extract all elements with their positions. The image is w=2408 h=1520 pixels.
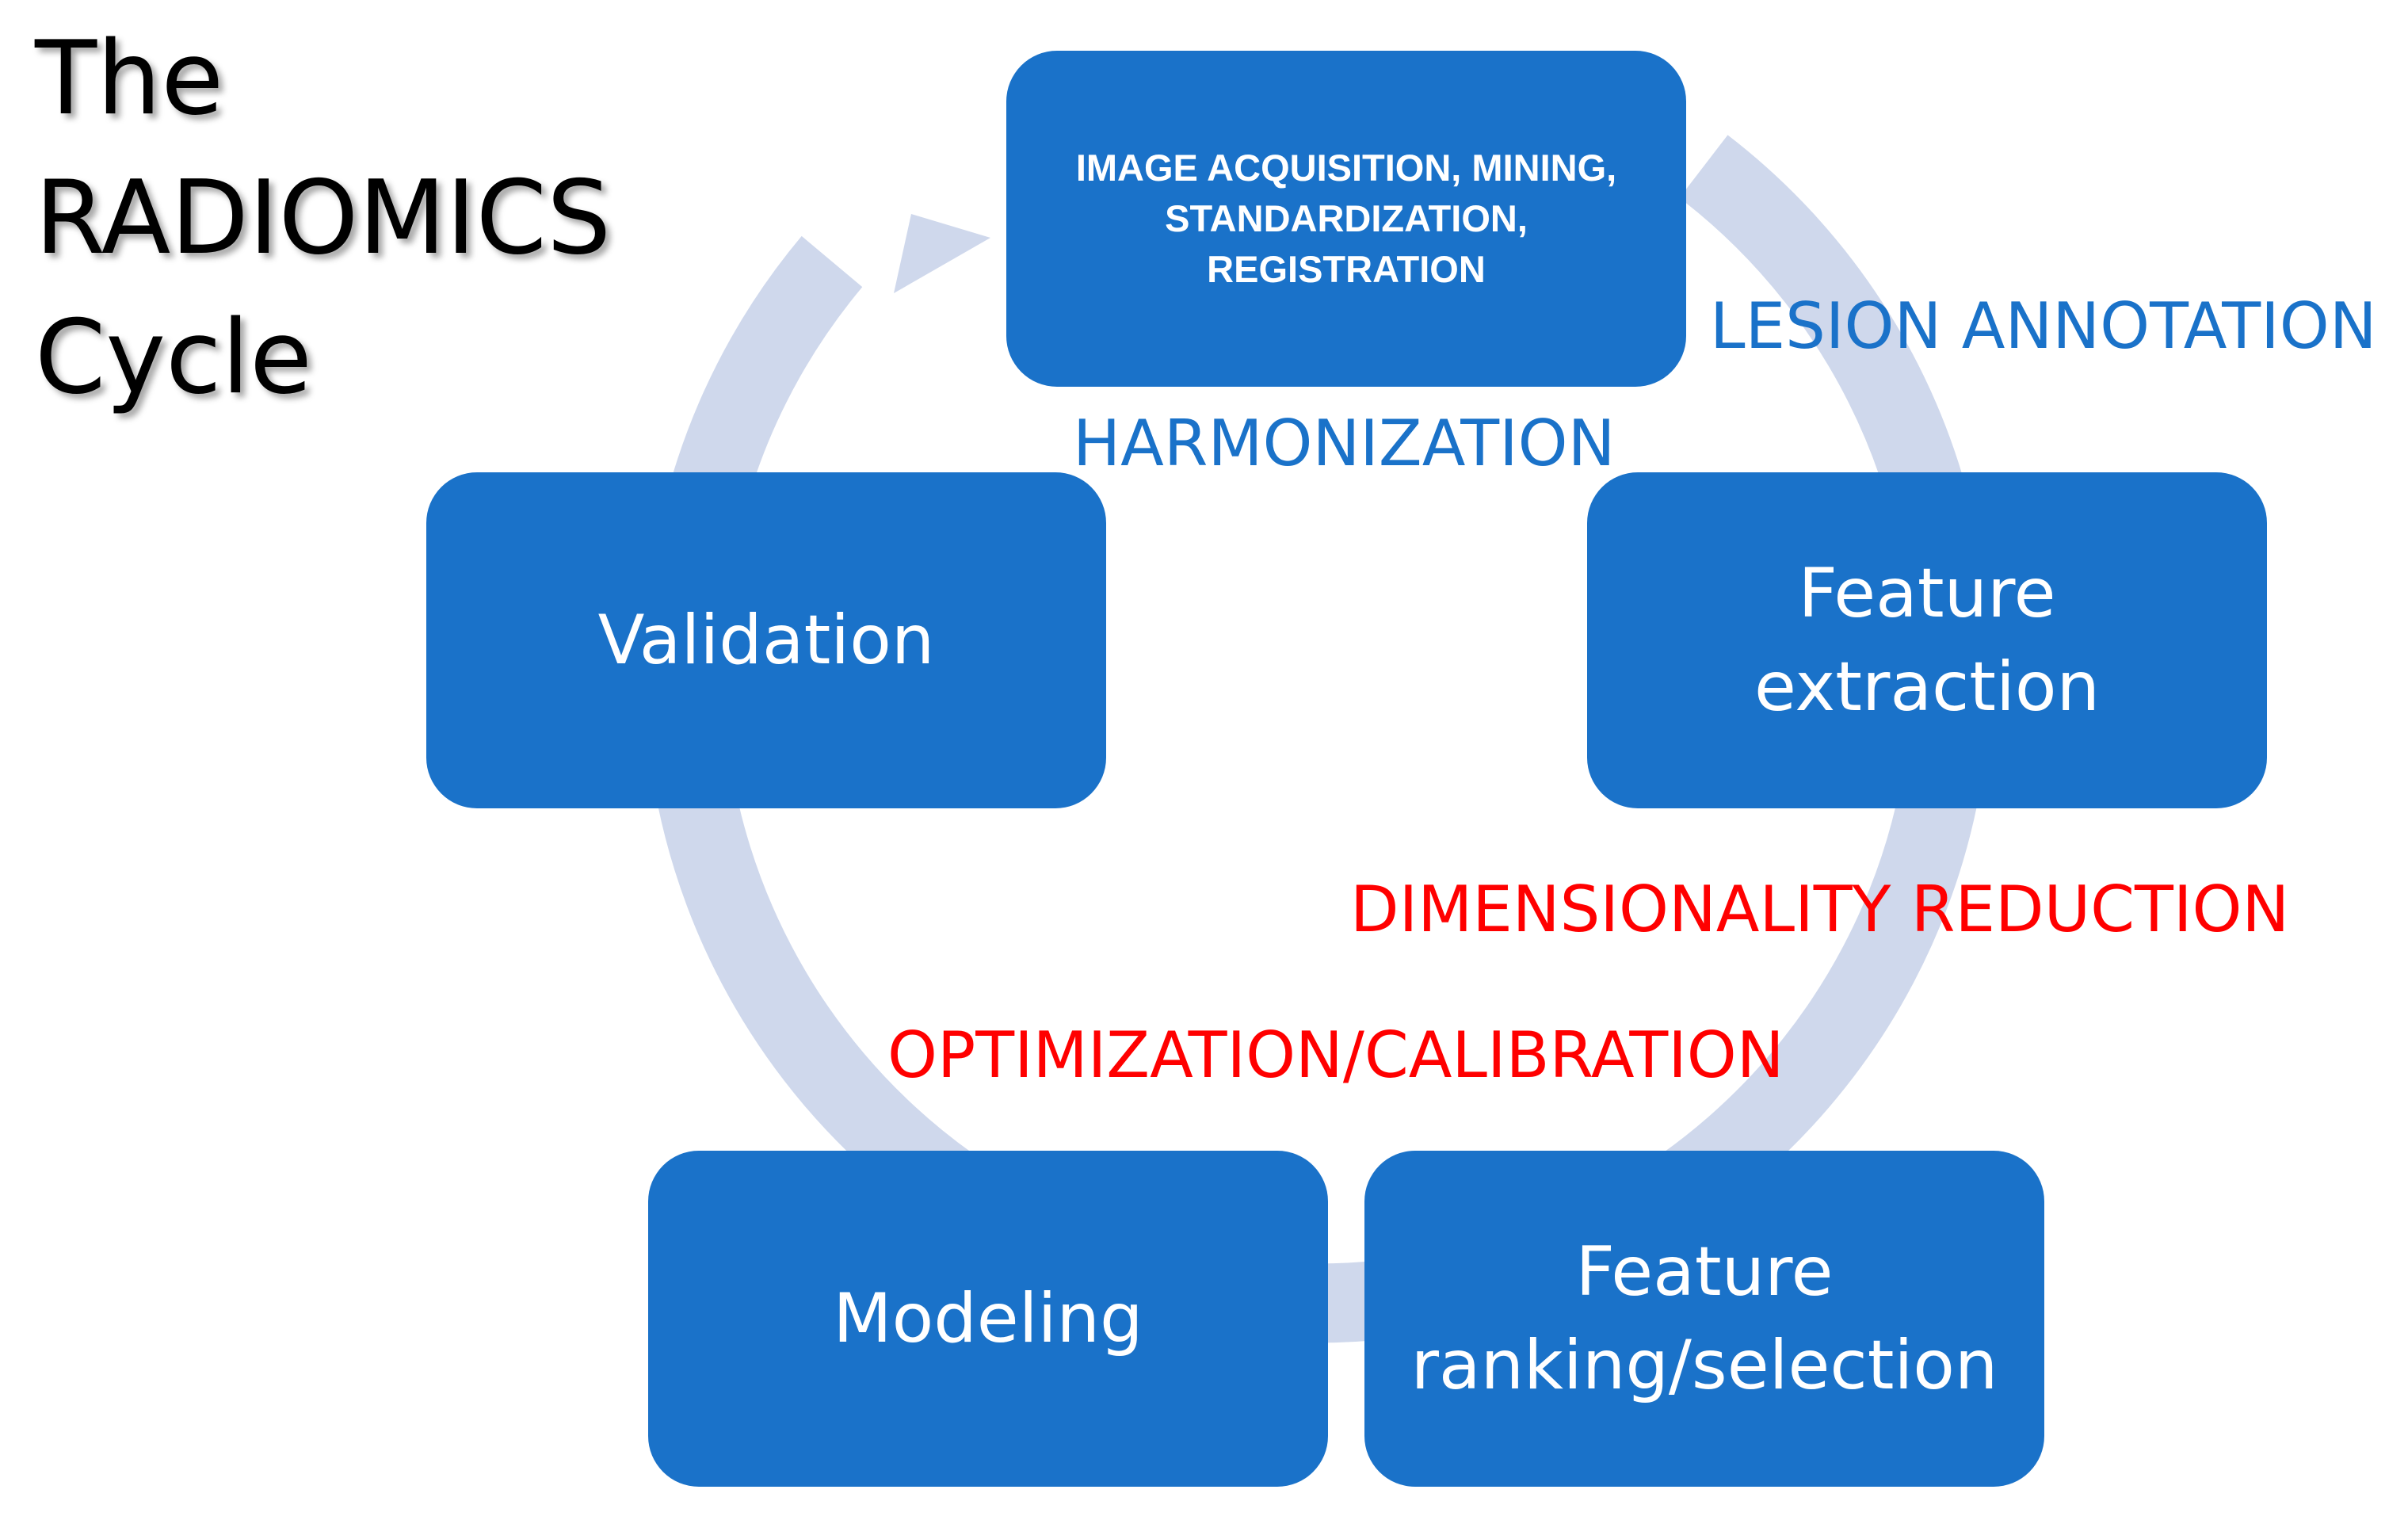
box-feature-extraction-line-2: extraction [1754, 647, 2101, 727]
diagram-title-line-1: The [35, 20, 224, 138]
diagram-title-line-2: RADIOMICS [35, 159, 612, 277]
box-image-acquisition-line-3: REGISTRATION [1207, 248, 1486, 290]
box-image-acquisition: IMAGE ACQUISITION, MINING, STANDARDIZATI… [1006, 51, 1686, 387]
box-feature-extraction-line-1: Feature [1798, 554, 2056, 633]
box-validation: Validation [426, 472, 1106, 808]
cycle-arrowhead [894, 214, 990, 293]
box-modeling: Modeling [648, 1151, 1328, 1487]
box-modeling-line-1: Modeling [833, 1279, 1143, 1358]
label-optimization-calibration: OPTIMIZATION/CALIBRATION [887, 1018, 1784, 1092]
diagram-title-line-3: Cycle [35, 299, 312, 417]
box-feature-extraction: Feature extraction [1587, 472, 2267, 808]
box-feature-ranking: Feature ranking/selection [1364, 1151, 2044, 1487]
box-validation-line-1: Validation [597, 601, 935, 680]
box-feature-ranking-line-1: Feature [1575, 1232, 1834, 1312]
box-image-acquisition-line-2: STANDARDIZATION, [1165, 197, 1528, 239]
box-image-acquisition-line-1: IMAGE ACQUISITION, MINING, [1075, 147, 1617, 189]
label-dimensionality-reduction: DIMENSIONALITY REDUCTION [1350, 873, 2290, 946]
label-harmonization: HARMONIZATION [1073, 407, 1616, 480]
box-feature-ranking-line-2: ranking/selection [1410, 1326, 1998, 1405]
label-lesion-annotation: LESION ANNOTATION [1710, 289, 2377, 363]
